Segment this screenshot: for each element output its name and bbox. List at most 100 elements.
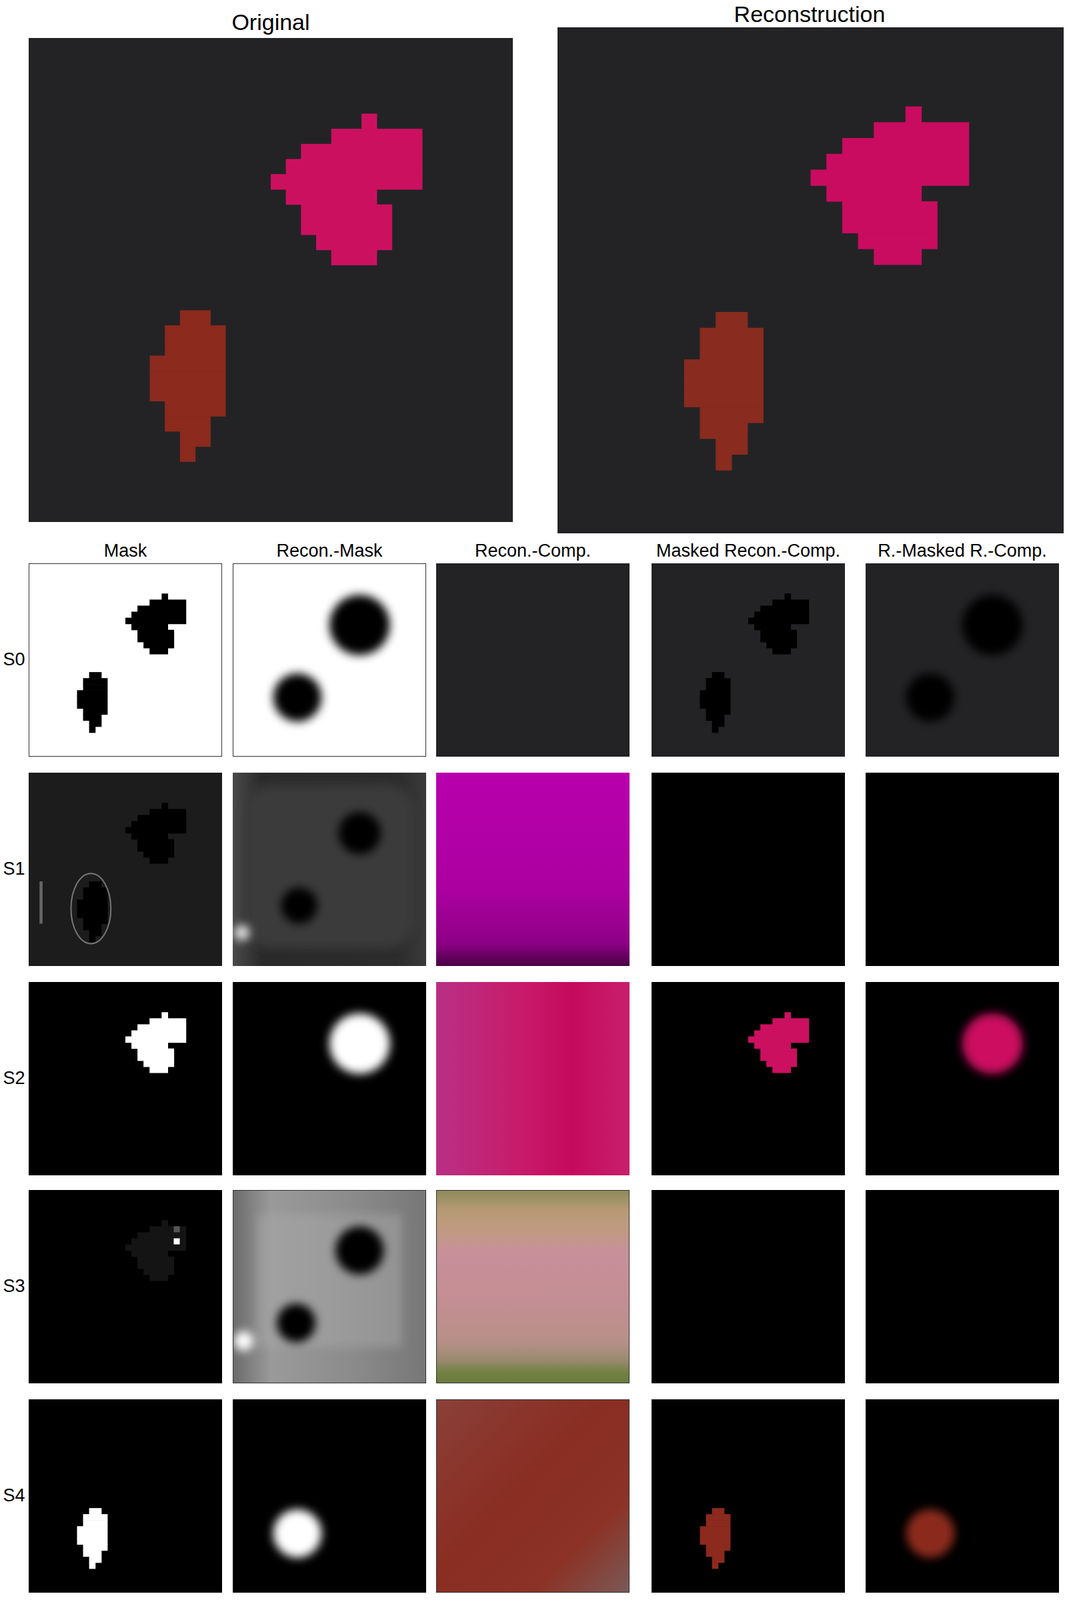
shape-cell (699, 328, 763, 345)
slot-panel (865, 1399, 1059, 1594)
mask-blob (338, 812, 381, 855)
shape-cell (700, 696, 731, 703)
shape-cell (150, 370, 227, 387)
column-header: Recon.-Comp. (474, 540, 591, 562)
column-header: Recon.-Mask (276, 540, 383, 562)
shape-cell (131, 821, 187, 829)
shape-cell (331, 128, 423, 145)
panel-ground (28, 1399, 223, 1594)
mask-blob (906, 673, 955, 723)
mask-blob (329, 1013, 391, 1075)
shape-cell (760, 1048, 797, 1056)
shape-cell (754, 624, 791, 631)
panel-ground (436, 563, 630, 757)
shape-cell (137, 814, 187, 822)
pink-object (270, 113, 423, 265)
shape-cell (748, 1036, 809, 1044)
shape-cell (89, 720, 103, 728)
shape-cell (125, 1245, 187, 1252)
slot-panel (232, 982, 427, 1176)
shape-cell (149, 1067, 169, 1074)
panel-ground (651, 563, 845, 757)
shape-cell (143, 1060, 175, 1068)
shape-cell (89, 672, 103, 679)
shape-cell (772, 1018, 809, 1025)
shape-cell (754, 1030, 809, 1038)
shape-cell (873, 248, 922, 265)
mask-blob (962, 594, 1023, 656)
shape-cell (149, 1018, 187, 1025)
shape-cell (149, 599, 187, 607)
shape-cell (760, 636, 797, 643)
shape-cell (83, 887, 109, 895)
panel-ground (436, 982, 630, 1176)
panel-ground (651, 1190, 845, 1384)
slot-panel (651, 772, 845, 967)
panel-ground (651, 1399, 845, 1594)
shape-cell (361, 113, 377, 129)
shape-cell (331, 250, 378, 266)
shape-cell (706, 714, 725, 722)
shape-cell (150, 386, 227, 402)
shape-cell (706, 684, 731, 691)
shape-cell (684, 359, 764, 376)
panel-ground (436, 1399, 630, 1594)
shape-cell (149, 1275, 169, 1282)
slot-panel (232, 772, 427, 967)
shape-cell (316, 234, 393, 251)
shape-cell (700, 690, 731, 697)
mask-blob (329, 594, 391, 656)
shape-cell (89, 930, 103, 937)
slot-panel (865, 563, 1059, 757)
shape-cell (300, 144, 423, 160)
shape-cell (83, 1545, 109, 1552)
panel-ground (436, 772, 630, 967)
mask-artifact (174, 1239, 181, 1246)
reconstruction-image (557, 27, 1064, 534)
shape-cell (772, 648, 791, 655)
shape-cell (77, 1538, 109, 1546)
shape-cell (286, 159, 423, 175)
panel-ground (28, 982, 223, 1176)
mask-blob (335, 1226, 385, 1276)
shape-cell (131, 1251, 169, 1258)
slot-panel (436, 772, 630, 967)
mask-object (77, 1508, 109, 1570)
red-blob (906, 1509, 955, 1559)
shape-cell (131, 612, 187, 619)
panel-ground (28, 772, 223, 967)
shape-cell (766, 642, 797, 649)
shape-cell (784, 593, 791, 601)
shape-cell (149, 1226, 187, 1234)
shape-cell (810, 169, 970, 186)
shape-cell (150, 355, 227, 371)
row-label: S4 (2, 1485, 25, 1507)
shape-cell (270, 174, 423, 190)
shape-cell (83, 684, 109, 691)
panel-ground (28, 563, 223, 757)
panel-ground (865, 1399, 1059, 1594)
shape-cell (131, 1030, 187, 1038)
shape-cell (286, 189, 378, 205)
shape-cell (760, 605, 809, 613)
shape-cell (699, 422, 748, 439)
shape-cell (89, 726, 97, 734)
panel-ground (865, 772, 1059, 967)
shape-cell (715, 454, 732, 471)
shape-cell (89, 1557, 103, 1564)
mask-object (77, 881, 109, 943)
shape-cell (83, 678, 109, 685)
shape-cell (858, 232, 938, 249)
panel-ground (651, 772, 845, 967)
shape-cell (143, 1269, 175, 1276)
row-label: S0 (2, 649, 25, 671)
shape-cell (149, 857, 169, 865)
shape-cell (699, 343, 763, 360)
panel-ground (232, 1399, 427, 1594)
shape-cell (137, 1263, 175, 1270)
panel-ground (232, 563, 427, 757)
shape-cell (77, 1526, 109, 1534)
mask-object (748, 593, 809, 655)
shape-cell (83, 918, 109, 925)
